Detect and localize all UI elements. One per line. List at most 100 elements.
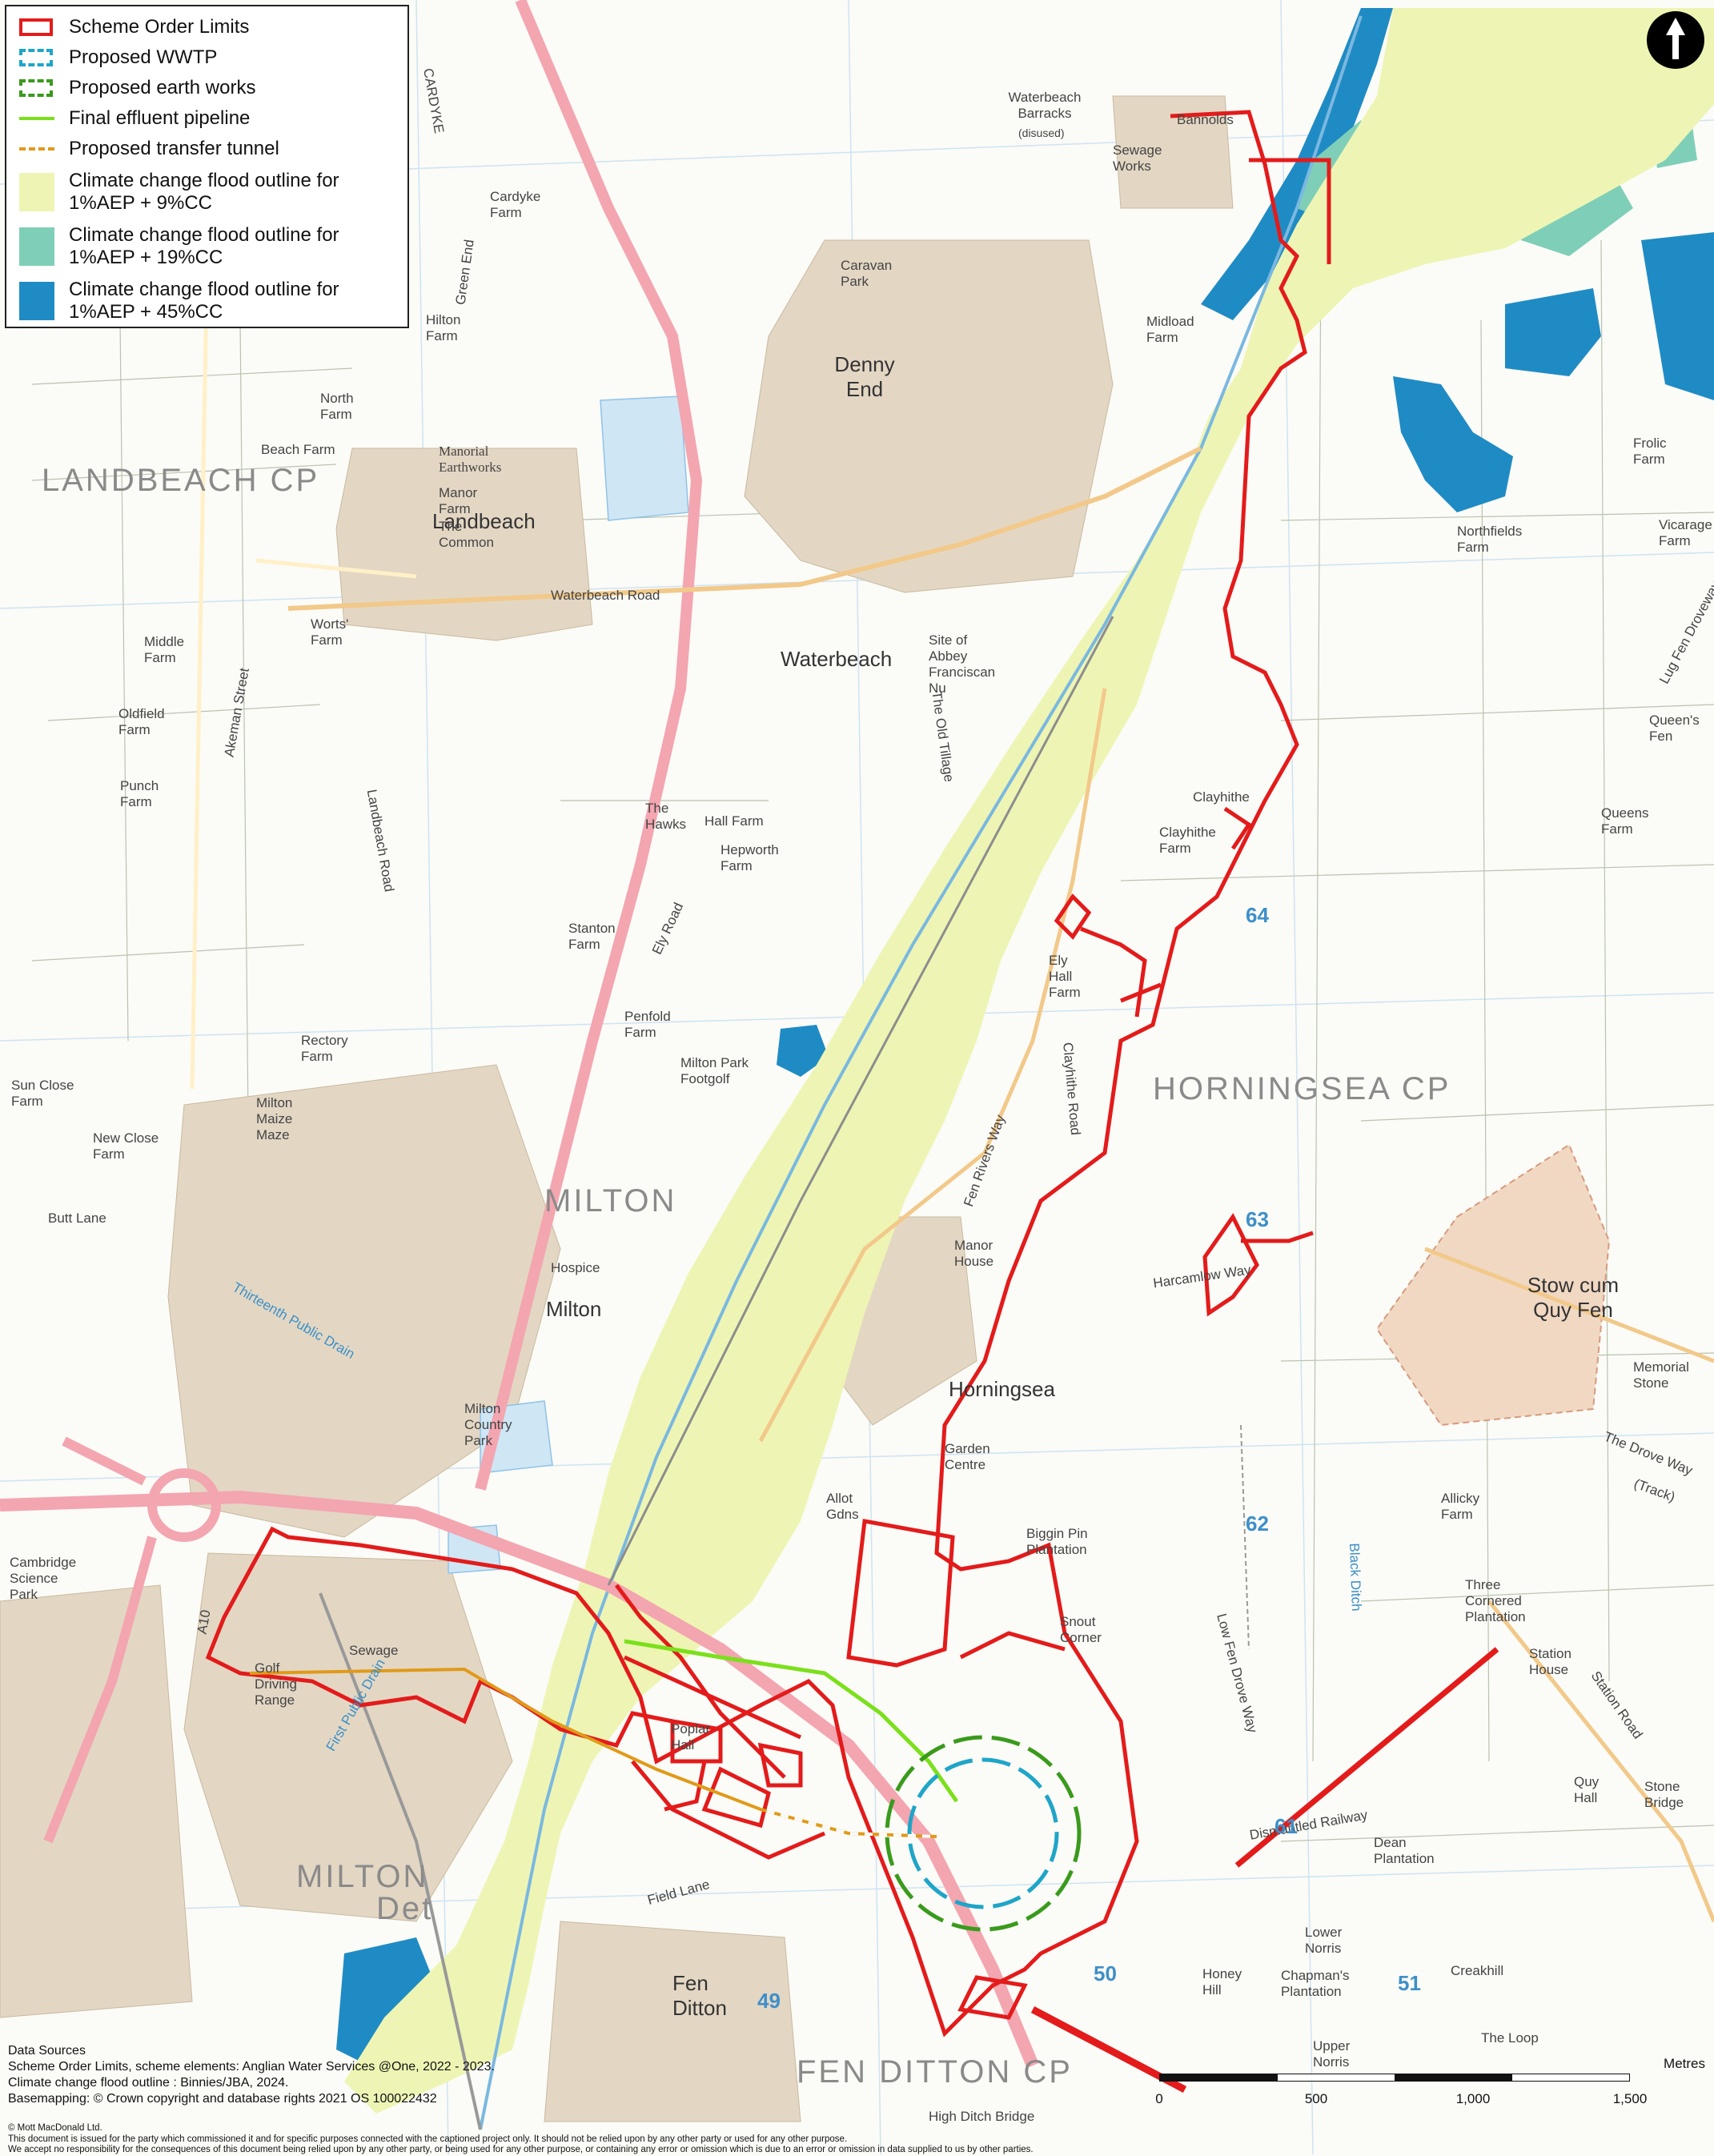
map-label-sewage: Sewage [349, 1643, 399, 1658]
legend-item-final-effluent-pipeline: Final effluent pipeline [16, 107, 250, 131]
scheme-order-limits-blocks [670, 1719, 1028, 2020]
map-label-cardyke-farm: Cardyke Farm [490, 189, 541, 220]
map-label-station-house: Station House [1529, 1646, 1572, 1677]
grid-label-51: 51 [1398, 1971, 1421, 1995]
map-label-creakhill: Creakhill [1451, 1963, 1504, 1978]
map-label-garden-centre: Garden Centre [945, 1441, 990, 1472]
legend-item-proposed-transfer-tunnel: Proposed transfer tunnel [16, 138, 279, 162]
data-sources: Data Sources Scheme Order Limits, scheme… [8, 2043, 1145, 2107]
map-label-frolic-farm: Frolic Farm [1633, 436, 1667, 467]
map-label-denny-end: Denny End [834, 352, 895, 401]
map-label-ely-hall-farm: Ely Hall Farm [1049, 953, 1081, 1000]
map-label-beach-farm: Beach Farm [261, 442, 335, 457]
map-label-the-loop: The Loop [1481, 2030, 1539, 2046]
map-label-milton-det2: Det [376, 1891, 434, 1926]
proposed-transfer-tunnel [249, 1667, 937, 1838]
map-label-milton: Milton [546, 1297, 602, 1321]
legend-item-scheme-order-limits: Scheme Order Limits [16, 16, 249, 40]
green-dashed-box-icon [16, 77, 58, 101]
map-label-manor-house: Manor House [954, 1238, 994, 1269]
grid-label-64: 64 [1246, 903, 1269, 927]
data-sources-heading: Data Sources [8, 2044, 86, 2058]
map-label-waterbeach: Waterbeach [781, 647, 893, 671]
proposed-earth-works [885, 1735, 1082, 1932]
map-label-rectory-farm: Rectory Farm [301, 1033, 348, 1064]
map-label-quy-hall: Quy Hall [1574, 1774, 1600, 1805]
map-label-landbeach: Landbeach [432, 509, 536, 533]
map-label-hilton-farm: Hilton Farm [426, 312, 461, 343]
map-label-high-ditch-bridge: High Ditch Bridge [929, 2109, 1035, 2124]
grid-label-62: 62 [1246, 1512, 1269, 1536]
map-label-snout-corner: Snout Corner [1060, 1614, 1102, 1645]
map-label-biggin-pin-plantation: Biggin Pin Plantation [1026, 1526, 1088, 1557]
map-label-midload-farm: Midload Farm [1146, 314, 1194, 345]
map-label-black-ditch: Black Ditch [1347, 1543, 1364, 1612]
map-label-manorial-earthworks: Manorial Earthworks [439, 444, 502, 475]
map-label-vicarage-farm: Vicarage Farm [1659, 517, 1712, 548]
map-label-butt-lane: Butt Lane [48, 1210, 106, 1226]
map-label-queens-farm: Queens Farm [1601, 805, 1649, 837]
grid-label-49: 49 [757, 1989, 781, 2013]
orange-dashed-line-icon [16, 138, 58, 162]
data-sources-line3: Basemapping: © Crown copyright and datab… [8, 2092, 437, 2106]
map-label-north-farm: North Farm [320, 391, 354, 422]
map-label-golf-driving-range: Golf Driving Range [255, 1660, 297, 1708]
map-label-hall-farm: Hall Farm [704, 813, 764, 829]
map-label-milton-country-park: Milton Country Park [464, 1401, 512, 1448]
map-label-worts-farm: Worts' Farm [311, 616, 349, 648]
cyan-dashed-box-icon [16, 46, 58, 70]
map-label-lower-norris: Lower Norris [1305, 1925, 1343, 1956]
grid-label-63: 63 [1246, 1207, 1269, 1231]
data-sources-line2: Climate change flood outline : Binnies/J… [8, 2076, 289, 2090]
map-label-allot-gdns: Allot Gdns [826, 1491, 859, 1522]
blue-fill-icon [16, 279, 58, 323]
green-line-icon [16, 107, 58, 131]
map-label-caravan-park: Caravan Park [841, 258, 893, 289]
scale-bar-graphic [1159, 2074, 1630, 2082]
scale-bar-tick-1000: 1,000 [1455, 2091, 1491, 2106]
map-label-the-common: The Common [439, 519, 494, 550]
disclaimer: © Mott MacDonald Ltd. This document is i… [8, 2123, 1705, 2156]
teal-fill-icon [16, 224, 58, 269]
map-label-clayhithe-farm: Clayhithe Farm [1159, 825, 1216, 856]
urban-areas [0, 95, 1234, 2122]
map-label-landbeach-cp: LANDBEACH CP [42, 463, 320, 498]
legend-item-proposed-earth-works: Proposed earth works [16, 77, 255, 101]
map-label-chapmans-plantation: Chapman's Plantation [1281, 1968, 1350, 1999]
map-label-milton-park-footgolf: Milton Park Footgolf [680, 1055, 749, 1086]
map-label-oldfield-farm: Oldfield Farm [118, 706, 165, 737]
map-label-stanton-farm: Stanton Farm [568, 921, 616, 952]
map-label-stow-cum-quy: Stow cum Quy Fen [1527, 1273, 1620, 1322]
map-label-disused: (disused) [1018, 126, 1065, 139]
map-label-three-cornered-plantation: Three Cornered Plantation [1465, 1577, 1526, 1624]
grid-label-50: 50 [1094, 1961, 1117, 1985]
data-sources-line1: Scheme Order Limits, scheme elements: An… [8, 2060, 495, 2074]
map-label-hepworth-farm: Hepworth Farm [721, 842, 779, 873]
map-label-horningsea: Horningsea [949, 1377, 1055, 1401]
proposed-wwtp [907, 1757, 1059, 1909]
scale-bar-tick-0: 0 [1155, 2091, 1163, 2106]
stow-cum-quy-fen-area [1375, 1143, 1611, 1427]
north-arrow-icon [1647, 11, 1704, 69]
map-label-site-abbey: Site of Abbey Franciscan Nu [929, 632, 996, 696]
map-label-northfields-farm: Northfields Farm [1457, 524, 1523, 555]
map-label-sewage-works: Sewage Works [1113, 143, 1162, 174]
map-label-honey-hill: Honey Hill [1202, 1966, 1242, 1997]
map-label-manor-farm: Manor Farm [439, 485, 478, 516]
map-label-memorial-stone: Memorial Stone [1633, 1359, 1689, 1391]
map-label-milton-cp: MILTON [544, 1183, 677, 1219]
map-label-dean-plantation: Dean Plantation [1374, 1835, 1435, 1866]
legend-item-flood-45: Climate change flood outline for 1%AEP +… [16, 279, 339, 323]
map-label-sun-close-farm: Sun Close Farm [11, 1078, 74, 1109]
map-label-waterbeach-road: Waterbeach Road [551, 588, 660, 603]
map-label-cambridge-science-park: Cambridge Science Park [10, 1555, 77, 1602]
map-label-bannolds: Bannolds [1177, 112, 1234, 127]
map-label-horningsea-cp: HORNINGSEA CP [1153, 1071, 1451, 1106]
legend-item-flood-19: Climate change flood outline for 1%AEP +… [16, 224, 339, 269]
disclaimer-line1: © Mott MacDonald Ltd. [8, 2123, 102, 2133]
map-label-upper-norris: Upper Norris [1313, 2038, 1351, 2070]
flood-outline-9 [344, 8, 1714, 2114]
scale-bar: Metres 0 500 1,000 1,500 [1153, 2056, 1705, 2122]
map-label-punch-farm: Punch Farm [120, 778, 159, 809]
